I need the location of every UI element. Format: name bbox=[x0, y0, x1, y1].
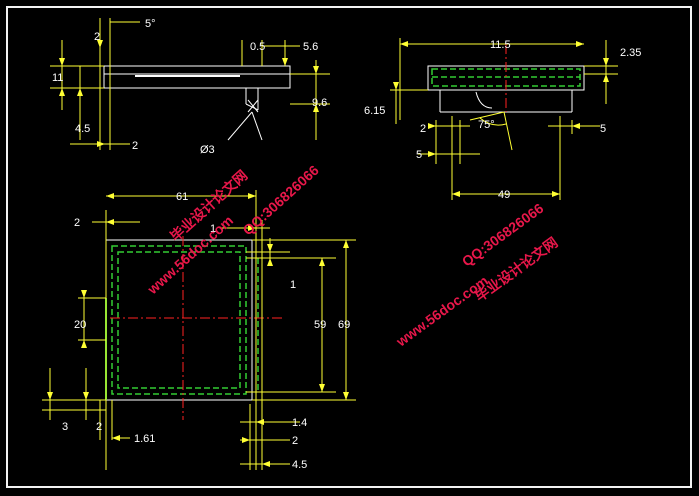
dimension-arrows bbox=[393, 41, 609, 197]
dim-69: 69 bbox=[338, 319, 350, 331]
dim-1-top: 1 bbox=[210, 223, 216, 235]
dim-2-left: 2 bbox=[96, 421, 102, 433]
dimension-arrows bbox=[59, 40, 319, 147]
dim-2-top: 2 bbox=[94, 31, 100, 43]
dim-angle-75: 75° bbox=[478, 119, 495, 131]
dimension-lines bbox=[42, 190, 356, 470]
dim-4-5: 4.5 bbox=[292, 459, 307, 471]
part-outline bbox=[103, 65, 291, 111]
dim-9-6: 9.6 bbox=[312, 97, 327, 109]
dim-2-35: 2.35 bbox=[620, 47, 641, 59]
dim-2-bottom: 2 bbox=[292, 435, 298, 447]
dimension-lines bbox=[390, 38, 618, 200]
dimension-arrows bbox=[47, 193, 349, 467]
dim-11: 11 bbox=[52, 72, 63, 84]
dim-2-bottom: 2 bbox=[132, 140, 138, 152]
dim-4-5: 4.5 bbox=[75, 123, 90, 135]
dim-2: 2 bbox=[420, 123, 426, 135]
hole-marker bbox=[227, 99, 263, 141]
dim-3: 3 bbox=[62, 421, 68, 433]
hidden-lines bbox=[111, 245, 259, 395]
dim-49: 49 bbox=[498, 189, 510, 201]
bottom-view: 61 2 1 1 20 59 69 3 2 1.61 1.4 2 4.5 bbox=[42, 190, 356, 471]
top-right-view: 11.5 2.35 6.15 75° 2 5 5 49 bbox=[364, 38, 641, 201]
watermark-site: www.56doc.com bbox=[392, 272, 491, 350]
dim-0-5: 0.5 bbox=[250, 41, 265, 53]
dimension-lines bbox=[50, 18, 330, 150]
dim-5-right: 5 bbox=[600, 123, 606, 135]
dim-59: 59 bbox=[314, 319, 326, 331]
dim-hole-3: Ø3 bbox=[200, 144, 215, 156]
dim-angle-5: 5° bbox=[145, 18, 156, 30]
dim-2-top: 2 bbox=[74, 217, 80, 229]
dim-1-61: 1.61 bbox=[134, 433, 155, 445]
top-left-view: 5° 2 11 4.5 2 0.5 5.6 9.6 Ø3 bbox=[50, 18, 330, 156]
dim-11-5: 11.5 bbox=[490, 39, 511, 51]
watermark-qq: QQ:306826066 bbox=[239, 162, 322, 239]
dim-6-15: 6.15 bbox=[364, 105, 385, 117]
watermark-right: www.56doc.com 毕业设计论文网 QQ:306826066 bbox=[392, 200, 560, 350]
dim-5-left: 5 bbox=[416, 149, 422, 161]
dim-61: 61 bbox=[176, 191, 188, 203]
drawing-frame bbox=[6, 6, 692, 488]
dim-1-4: 1.4 bbox=[292, 417, 307, 429]
dim-5-6: 5.6 bbox=[303, 41, 318, 53]
dim-1-side: 1 bbox=[290, 279, 296, 291]
dim-20: 20 bbox=[74, 319, 86, 331]
